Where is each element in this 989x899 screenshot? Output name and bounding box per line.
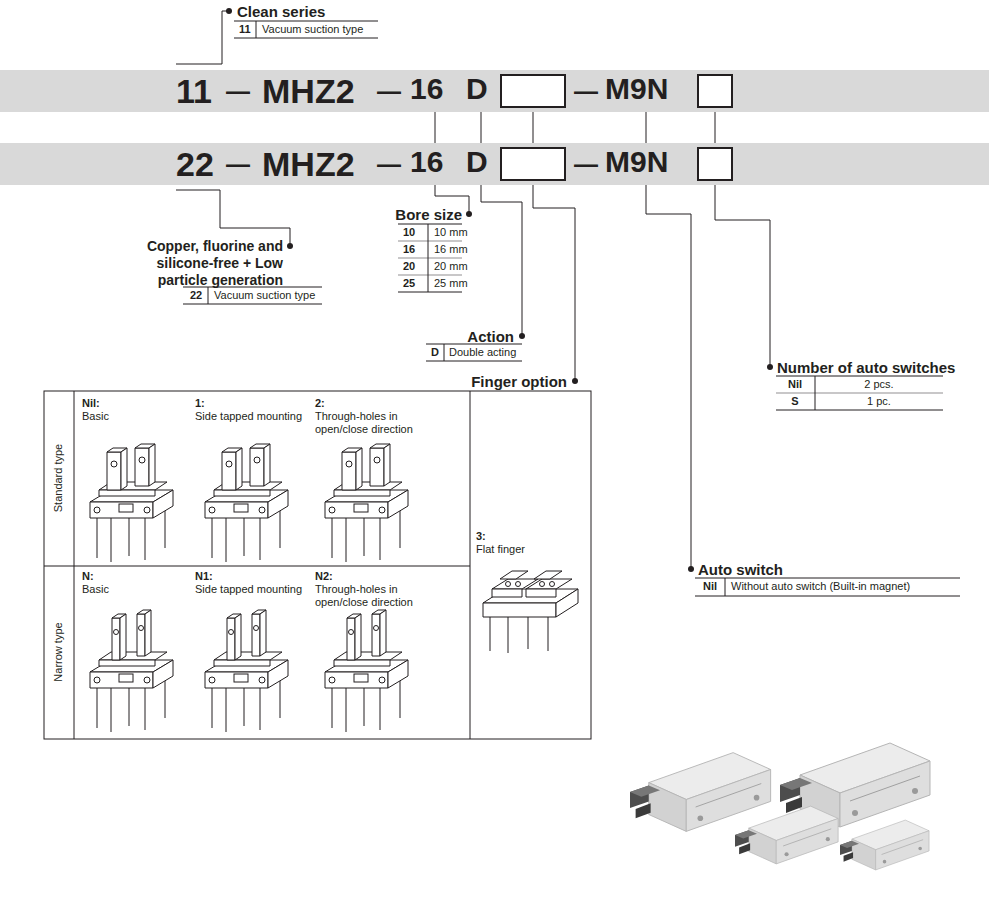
code-segment: MHZ2 bbox=[262, 143, 355, 185]
code-value: 16 bbox=[410, 74, 460, 104]
blank-code-box bbox=[500, 147, 566, 181]
code-segment: — bbox=[377, 143, 401, 185]
code-segment: — bbox=[574, 70, 598, 112]
code-box: M9N bbox=[605, 74, 688, 108]
table-cell: 11 bbox=[239, 23, 251, 36]
order-code-band: 22 — MHZ2 — — 16D M9N bbox=[0, 143, 989, 185]
table-cell: 10 mm bbox=[434, 226, 468, 239]
row-header: Narrow type bbox=[52, 622, 65, 681]
code-box: D bbox=[466, 74, 496, 108]
table-cell: 20 bbox=[403, 260, 415, 273]
finger-option-frame bbox=[44, 391, 591, 739]
table-cell: 16 mm bbox=[434, 243, 468, 256]
table-cell: 22 bbox=[190, 289, 202, 302]
code-box: D bbox=[466, 147, 496, 181]
table-cell: Double acting bbox=[449, 346, 516, 359]
table-cell: 20 mm bbox=[434, 260, 468, 273]
code-value: M9N bbox=[605, 74, 688, 104]
option-heading: Number of auto switches bbox=[777, 359, 955, 377]
table-cell: 1 pc. bbox=[867, 395, 891, 408]
code-segment: — bbox=[226, 70, 250, 112]
table-cell: Nil bbox=[788, 378, 802, 391]
finger-illustrations bbox=[90, 444, 578, 732]
table-cell: Through-holes in open/close direction bbox=[315, 410, 440, 436]
table-cell: Vacuum suction type bbox=[214, 289, 315, 302]
table-cell: 10 bbox=[403, 226, 415, 239]
code-segment: — bbox=[574, 143, 598, 185]
option-heading: Copper, fluorine and silicone-free + Low… bbox=[108, 238, 283, 289]
option-heading: Auto switch bbox=[698, 561, 783, 579]
option-heading: Action bbox=[467, 328, 514, 346]
option-heading: Bore size bbox=[395, 206, 462, 224]
table-cell: S bbox=[791, 395, 798, 408]
code-value: D bbox=[466, 74, 496, 104]
table-cell: 2 pcs. bbox=[864, 378, 893, 391]
table-cell: Without auto switch (Built-in magnet) bbox=[731, 580, 910, 593]
code-value: M9N bbox=[605, 147, 688, 177]
blank-code-box bbox=[697, 74, 733, 108]
table-cell: Side tapped mounting bbox=[195, 583, 302, 596]
table-cell: N: bbox=[82, 570, 94, 583]
table-cell: 16 bbox=[403, 243, 415, 256]
code-box: 16 bbox=[410, 74, 460, 108]
code-segment: 22 bbox=[176, 143, 214, 185]
product-photo bbox=[630, 743, 930, 870]
table-cell: Through-holes in open/close direction bbox=[315, 583, 440, 609]
table-cell: Nil: bbox=[82, 397, 100, 410]
code-box: M9N bbox=[605, 147, 688, 181]
table-cell: 25 mm bbox=[434, 277, 468, 290]
code-segment: 11 bbox=[176, 70, 212, 112]
table-cell: Side tapped mounting bbox=[195, 410, 302, 423]
table-cell: 1: bbox=[195, 397, 205, 410]
code-segment: — bbox=[377, 70, 401, 112]
table-cell: Basic bbox=[82, 410, 109, 423]
code-value: D bbox=[466, 147, 496, 177]
table-cell: 25 bbox=[403, 277, 415, 290]
blank-code-box bbox=[697, 147, 733, 181]
code-box: 16 bbox=[410, 147, 460, 181]
table-cell: N2: bbox=[315, 570, 333, 583]
table-cell: 2: bbox=[315, 397, 325, 410]
row-header: Standard type bbox=[52, 444, 65, 513]
option-heading: Clean series bbox=[237, 3, 325, 21]
table-cell: Nil bbox=[703, 580, 717, 593]
table-cell: D bbox=[431, 346, 439, 359]
option-heading: Finger option bbox=[471, 373, 567, 391]
table-cell: N1: bbox=[195, 570, 213, 583]
code-segment: MHZ2 bbox=[262, 70, 355, 112]
table-cell: Vacuum suction type bbox=[262, 23, 363, 36]
table-cell: 3: bbox=[476, 530, 486, 543]
table-cell: Basic bbox=[82, 583, 109, 596]
code-segment: — bbox=[226, 143, 250, 185]
blank-code-box bbox=[500, 74, 566, 108]
table-cell: Flat finger bbox=[476, 543, 525, 556]
code-value: 16 bbox=[410, 147, 460, 177]
order-code-band: 11 — MHZ2 — — 16D M9N bbox=[0, 70, 989, 112]
